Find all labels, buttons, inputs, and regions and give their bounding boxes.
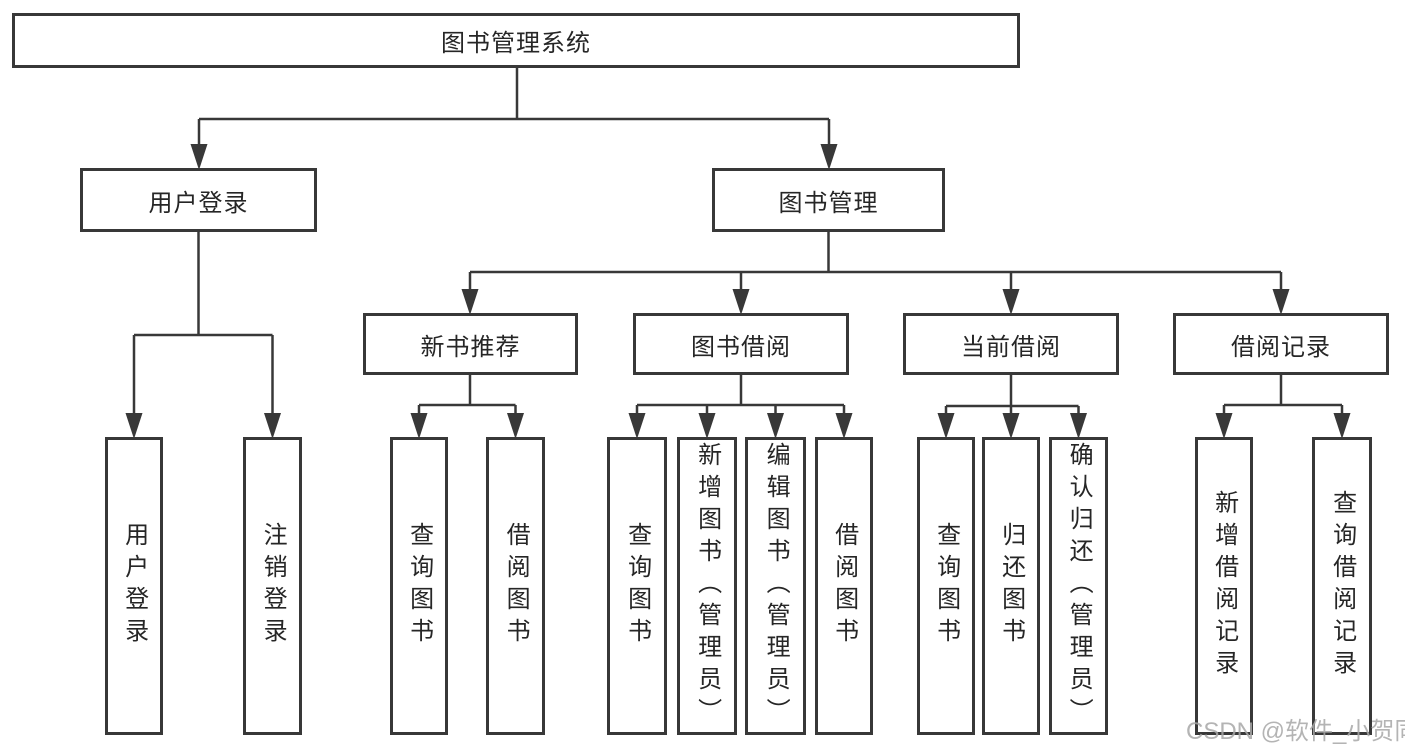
leaf-borrow-books: 借阅图书	[486, 437, 545, 735]
arrowheads	[125, 144, 1351, 439]
node-label: 图书管理系统	[441, 30, 591, 57]
node-book-management: 图书管理	[712, 168, 945, 232]
leaf-label: 注销登录	[259, 522, 287, 650]
leaf-label: 查询图书	[405, 522, 433, 650]
leaf-query-borrow-record: 查询借阅记录	[1312, 437, 1372, 735]
leaf-edit-books-admin: 编辑图书（管理员）	[745, 437, 806, 735]
leaf-label: 查询借阅记录	[1328, 490, 1356, 682]
leaf-return-books: 归还图书	[982, 437, 1040, 735]
leaf-add-borrow-record: 新增借阅记录	[1195, 437, 1253, 735]
leaf-label: 查询图书	[623, 522, 651, 650]
node-label: 借阅记录	[1231, 333, 1331, 361]
leaf-add-books-admin: 新增图书（管理员）	[677, 437, 737, 735]
node-label: 当前借阅	[961, 333, 1061, 361]
leaf-query-books: 查询图书	[390, 437, 448, 735]
leaf-label: 新增图书（管理员）	[693, 442, 721, 730]
node-user-login: 用户登录	[80, 168, 317, 232]
leaf-logout: 注销登录	[243, 437, 302, 735]
node-borrowing-records: 借阅记录	[1173, 313, 1389, 375]
leaf-borrow-books: 借阅图书	[815, 437, 873, 735]
node-library-management-system: 图书管理系统	[12, 13, 1020, 68]
leaf-label: 新增借阅记录	[1210, 490, 1238, 682]
leaf-label: 借阅图书	[502, 522, 530, 650]
leaf-label: 归还图书	[997, 522, 1025, 650]
node-label: 图书借阅	[691, 333, 791, 361]
node-book-borrowing: 图书借阅	[633, 313, 849, 375]
leaf-user-login: 用户登录	[105, 437, 163, 735]
node-label: 图书管理	[778, 189, 879, 217]
leaf-query-books: 查询图书	[607, 437, 667, 735]
leaf-label: 查询图书	[932, 522, 960, 650]
leaf-query-books: 查询图书	[917, 437, 975, 735]
node-current-borrowing: 当前借阅	[903, 313, 1119, 375]
leaf-label: 用户登录	[120, 522, 148, 650]
node-label: 用户登录	[148, 189, 249, 217]
csdn-watermark: CSDN @软件_小贺同学	[1186, 718, 1405, 745]
node-new-book-recommendation: 新书推荐	[363, 313, 578, 375]
leaf-label: 编辑图书（管理员）	[762, 442, 790, 730]
leaf-label: 借阅图书	[830, 522, 858, 650]
node-label: 新书推荐	[420, 333, 521, 361]
leaf-label: 确认归还（管理员）	[1065, 442, 1093, 730]
leaf-confirm-return-admin: 确认归还（管理员）	[1049, 437, 1108, 735]
